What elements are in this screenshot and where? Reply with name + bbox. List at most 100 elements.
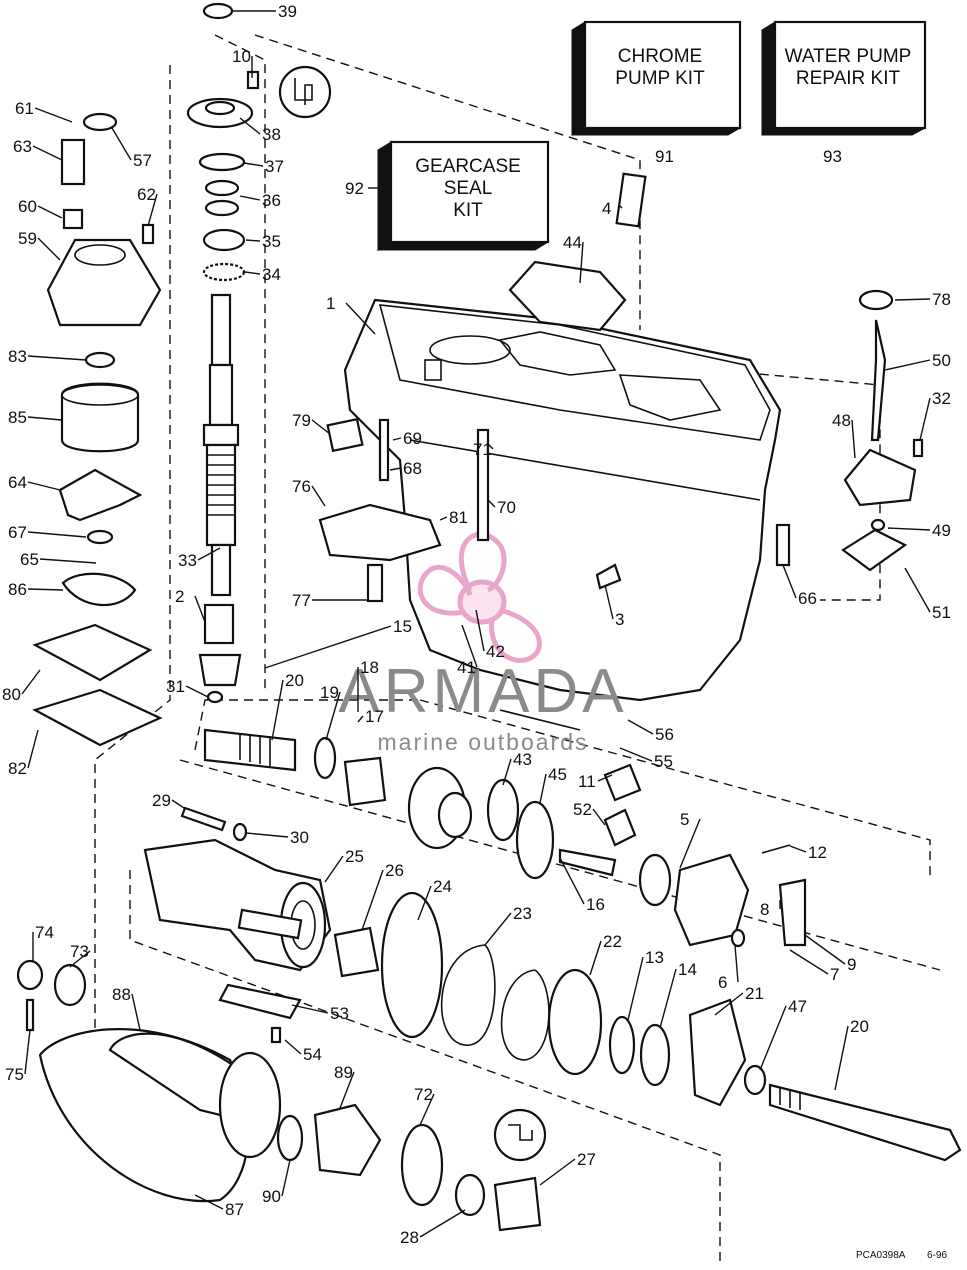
callout-16: 16 [586,895,605,914]
leader-11 [597,774,613,782]
callout-15: 15 [393,617,412,636]
callout-25: 25 [345,847,364,866]
callout-45: 45 [548,765,567,784]
callout-9: 9 [847,955,856,974]
leader-87 [194,1194,224,1210]
callout-31: 31 [166,677,185,696]
leader-23 [484,912,512,946]
leader-80 [21,669,41,695]
callout-89: 89 [334,1063,353,1082]
callout-37: 37 [265,157,284,176]
kit-ref-93: 93 [823,147,842,166]
callout-24: 24 [433,877,452,896]
callout-23: 23 [513,904,532,923]
callout-39: 39 [278,2,297,21]
leader-83 [27,355,87,361]
callout-56: 56 [655,725,674,744]
leader-66 [782,564,797,599]
chrome-kit-line1: CHROME [618,46,702,67]
upper-seal-stack [186,2,260,282]
leader-22 [589,940,602,976]
callout-50: 50 [932,351,951,370]
callout-76: 76 [292,477,311,496]
callout-72: 72 [414,1085,433,1104]
callout-81: 81 [449,508,468,527]
leader-51 [904,567,931,613]
callout-54: 54 [303,1045,322,1064]
leader-4 [619,205,623,209]
leader-31 [185,685,209,698]
leader-lines [21,10,931,1238]
leader-9 [804,934,846,965]
leader-78 [894,298,931,301]
leader-68 [389,467,402,471]
callout-35: 35 [262,232,281,251]
drive-shaft [202,293,240,597]
callout-36: 36 [262,191,281,210]
callout-57: 57 [133,151,152,170]
callout-18: 18 [360,658,379,677]
callout-28: 28 [400,1228,419,1247]
leader-25 [324,855,344,883]
leader-19 [325,691,341,741]
callout-13: 13 [645,948,664,967]
leader-75 [24,1029,31,1075]
chrome-kit-line2: PUMP KIT [615,68,705,89]
callout-20: 20 [285,671,304,690]
leader-86 [27,588,64,591]
callout-12: 12 [808,843,827,862]
callout-21: 21 [745,984,764,1003]
bearing-carrier [143,838,767,1107]
callout-79: 79 [292,411,311,430]
leader-82 [27,729,39,769]
callout-17: 17 [365,707,384,726]
leader-37 [243,162,264,167]
callout-66: 66 [798,589,817,608]
forward-gear-group [313,736,555,880]
leader-89 [339,1071,355,1109]
leader-36 [239,195,261,201]
callout-86: 86 [8,580,27,599]
callout-49: 49 [932,521,951,540]
callout-55: 55 [654,752,673,771]
leader-12 [789,845,807,853]
leader-55 [619,747,653,762]
leader-56 [627,719,654,735]
callout-5: 5 [680,810,689,829]
callout-1: 1 [326,294,335,313]
leader-79 [311,419,331,435]
leader-5 [679,818,701,869]
callout-33: 33 [178,551,197,570]
leader-7 [789,949,829,975]
leader-35 [245,239,261,242]
leader-47 [759,1005,787,1071]
callout-73: 73 [70,942,89,961]
pinion-bearing [198,603,242,704]
callout-51: 51 [932,603,951,622]
water-kit-line1: WATER PUMP [785,46,912,67]
tool-symbol-icon [278,65,332,119]
leader-41 [461,624,478,668]
callout-8: 8 [760,900,769,919]
callout-42: 42 [486,642,505,661]
callout-61: 61 [15,99,34,118]
leader-1 [345,302,376,335]
propeller-region [16,908,547,1232]
callout-numbers: 3910383736353461576360625983856467658680… [2,2,951,1247]
leader-27 [539,1158,576,1186]
leader-16 [559,857,585,905]
callout-41: 41 [457,658,476,677]
callout-65: 65 [20,550,39,569]
callout-48: 48 [832,411,851,430]
leader-43 [502,758,512,786]
watermark-tagline: marine outboards [378,729,589,755]
callout-2: 2 [175,587,184,606]
leader-2 [194,595,206,623]
seal-kit-line1: GEARCASE [415,156,521,177]
leader-63 [32,145,63,161]
leader-71 [487,443,494,450]
leader-54 [284,1039,302,1055]
callout-6: 6 [718,973,727,992]
